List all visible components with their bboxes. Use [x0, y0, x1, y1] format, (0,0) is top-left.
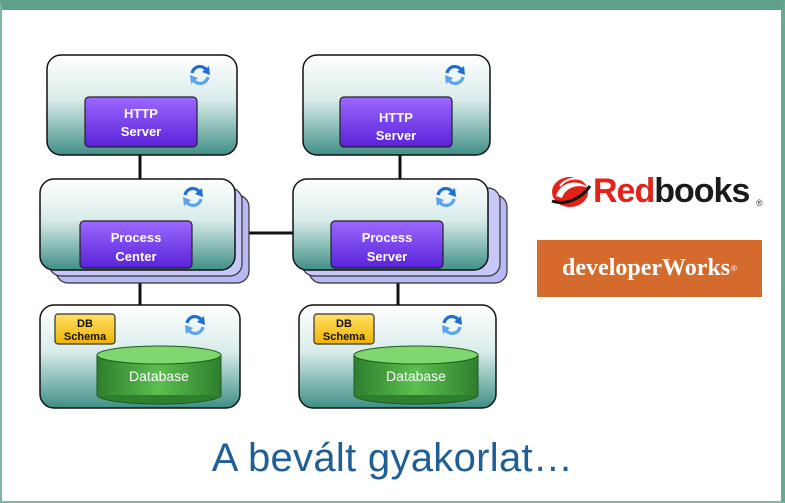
- process-server-label-line2: Server: [367, 249, 407, 264]
- developerworks-logo-text: developerWorks: [562, 255, 731, 281]
- process-center-label-line2: Center: [115, 249, 156, 264]
- database-label: Database: [386, 368, 446, 384]
- redbooks-logo-part2: books: [654, 172, 750, 210]
- http-server-label-line2: Server: [376, 128, 416, 143]
- redbooks-swirl-icon: [551, 177, 592, 207]
- db-schema-line1: DB: [336, 318, 352, 330]
- redbooks-logo-part1: Red: [593, 172, 655, 210]
- http-server-node-right: HTTP Server: [302, 54, 491, 156]
- db-schema-badge: DB Schema: [313, 313, 375, 345]
- process-server-label-line1: Process: [362, 230, 413, 245]
- db-schema-line2: Schema: [323, 331, 366, 343]
- database-cylinder-icon: [353, 345, 479, 405]
- redbooks-registered-mark: ®: [756, 198, 763, 208]
- process-server-node: Process Server: [292, 178, 508, 284]
- process-center-node: Process Center: [39, 178, 250, 284]
- http-server-label-line1: HTTP: [124, 106, 158, 121]
- http-server-node-left: HTTP Server: [46, 54, 238, 156]
- db-schema-badge: DB Schema: [54, 313, 116, 345]
- db-schema-line2: Schema: [64, 331, 107, 343]
- slide-title: A bevált gyakorlat…: [211, 436, 574, 480]
- database-node-left: DB Schema Database: [39, 304, 241, 409]
- db-schema-line1: DB: [77, 318, 93, 330]
- database-node-right: DB Schema Database: [298, 304, 497, 409]
- developerworks-registered-mark: ®: [731, 264, 737, 273]
- database-cylinder-icon: [96, 345, 222, 405]
- redbooks-logo: Redbooks ®: [546, 170, 766, 220]
- http-server-label-line1: HTTP: [379, 110, 413, 125]
- http-server-label-line2: Server: [121, 124, 161, 139]
- database-label: Database: [129, 368, 189, 384]
- process-center-label-line1: Process: [111, 230, 162, 245]
- developerworks-logo: developerWorks®: [537, 240, 762, 297]
- connector-lines: [138, 155, 402, 305]
